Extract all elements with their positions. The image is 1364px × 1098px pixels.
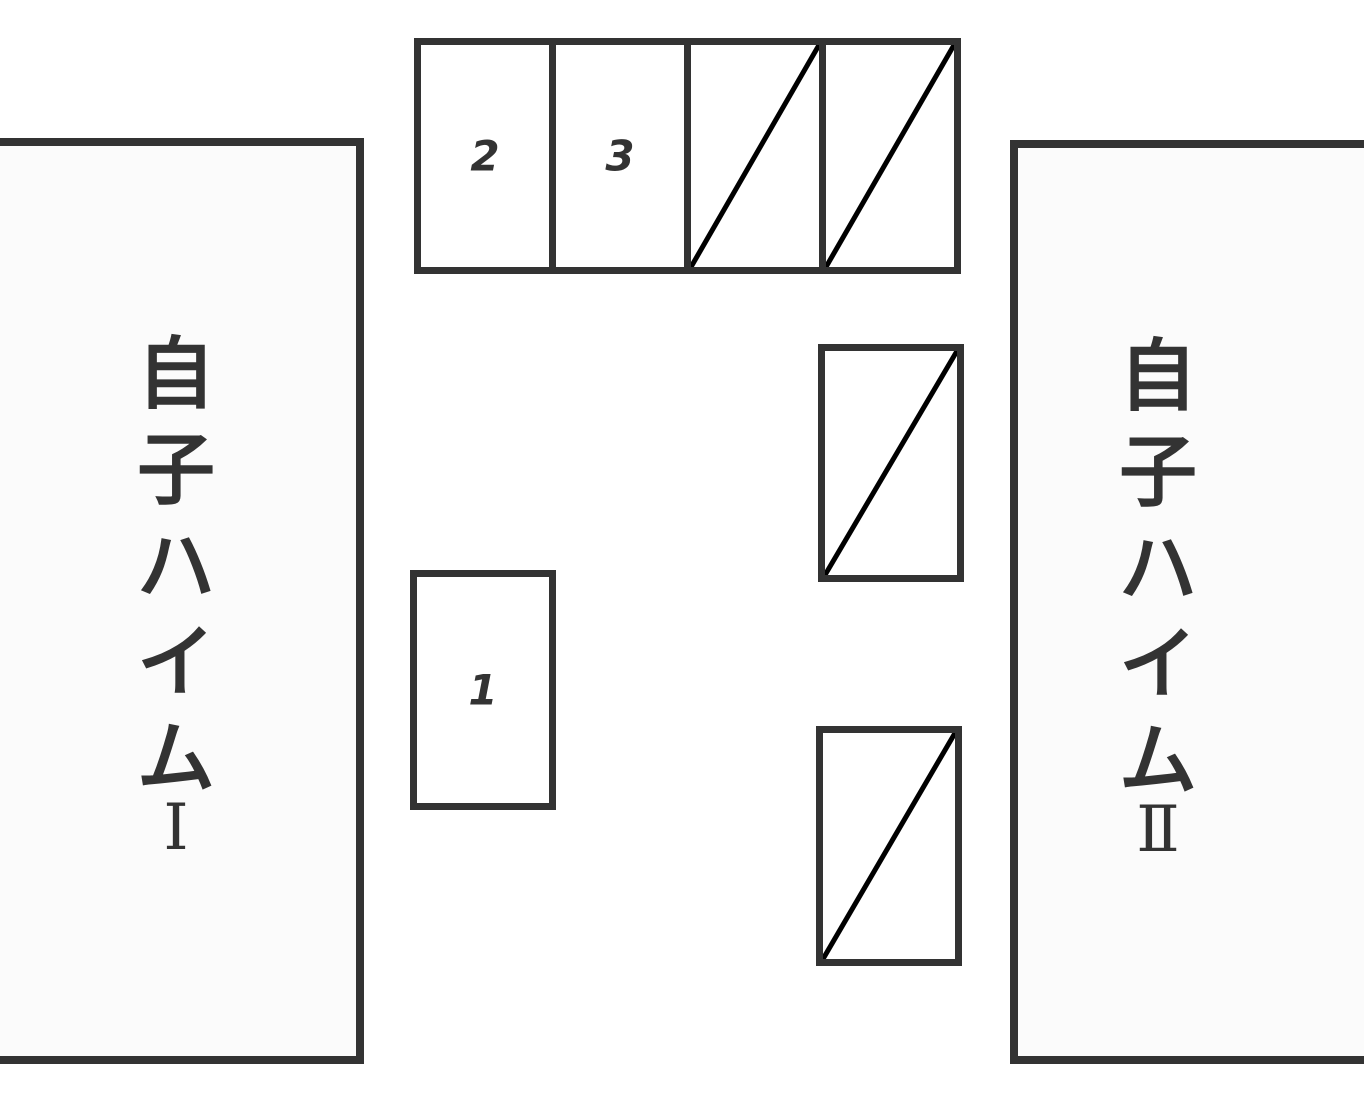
parking-space-2[interactable]: 2 bbox=[414, 38, 556, 274]
parking-space-unavailable bbox=[816, 726, 962, 966]
strike-line bbox=[823, 733, 955, 959]
building-1-number: Ⅰ bbox=[163, 791, 189, 865]
building-2-name: 自 子 ハ イ ム bbox=[1118, 332, 1197, 806]
strike-line bbox=[826, 45, 954, 267]
parking-space-label: 3 bbox=[605, 131, 635, 181]
parking-space-unavailable bbox=[819, 38, 961, 274]
strike-line bbox=[825, 351, 957, 575]
unavailable-strike-icon bbox=[691, 45, 819, 267]
building-1: 自 子 ハ イ ム Ⅰ bbox=[0, 138, 364, 1064]
parking-space-label: 1 bbox=[468, 665, 498, 715]
building-1-name: 自 子 ハ イ ム bbox=[136, 330, 215, 804]
building-2: 自 子 ハ イ ム Ⅱ bbox=[1010, 140, 1364, 1064]
unavailable-strike-icon bbox=[826, 45, 954, 267]
parking-space-unavailable bbox=[818, 344, 964, 582]
parking-space-label: 2 bbox=[470, 131, 500, 181]
building-2-number: Ⅱ bbox=[1136, 793, 1180, 867]
unavailable-strike-icon bbox=[825, 351, 957, 575]
unavailable-strike-icon bbox=[823, 733, 955, 959]
parking-space-unavailable bbox=[684, 38, 826, 274]
parking-space-1[interactable]: 1 bbox=[410, 570, 556, 810]
parking-space-3[interactable]: 3 bbox=[549, 38, 691, 274]
strike-line bbox=[691, 45, 819, 267]
